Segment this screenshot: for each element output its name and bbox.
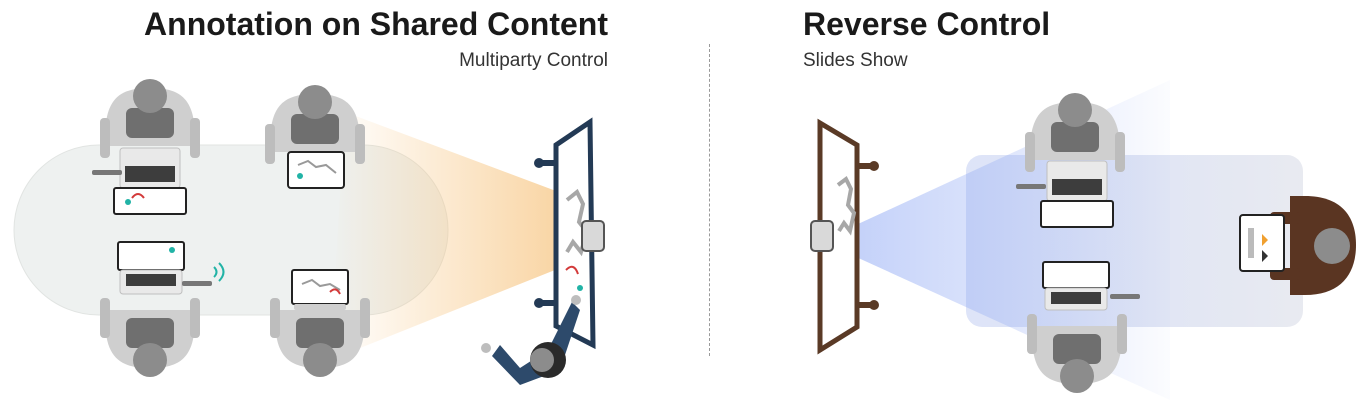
right-scene bbox=[810, 80, 1356, 400]
tablet-slides-controller bbox=[1239, 214, 1285, 272]
panel-divider bbox=[709, 44, 710, 356]
annotation-title: Annotation on Shared Content bbox=[144, 6, 608, 42]
laptop-bottom-middle bbox=[291, 269, 349, 310]
laptop-bottom-right bbox=[1042, 261, 1110, 311]
laptop-top-left bbox=[113, 147, 187, 215]
left-scene bbox=[13, 79, 605, 385]
stylus-pen-right-bottom bbox=[1110, 294, 1140, 299]
slides-show-subtitle: Slides Show bbox=[803, 50, 908, 71]
camera-bar-left bbox=[581, 220, 605, 252]
stylus-pen-left bbox=[92, 170, 122, 175]
wireless-signal-icon bbox=[213, 262, 225, 282]
laptop-bottom-left bbox=[117, 241, 185, 295]
interactive-display-right bbox=[810, 118, 879, 355]
presenter-left bbox=[481, 295, 581, 385]
laptop-top-right bbox=[1040, 160, 1114, 228]
multiparty-subtitle: Multiparty Control bbox=[459, 50, 608, 71]
camera-bar-right bbox=[810, 220, 834, 252]
tablet-top-middle bbox=[287, 151, 345, 189]
reverse-control-title: Reverse Control bbox=[803, 6, 1051, 42]
stylus-pen-right bbox=[1016, 184, 1046, 189]
projection-beam-left bbox=[330, 112, 580, 360]
stylus-pen-bottom bbox=[182, 281, 212, 286]
interactive-display-left bbox=[534, 117, 605, 350]
